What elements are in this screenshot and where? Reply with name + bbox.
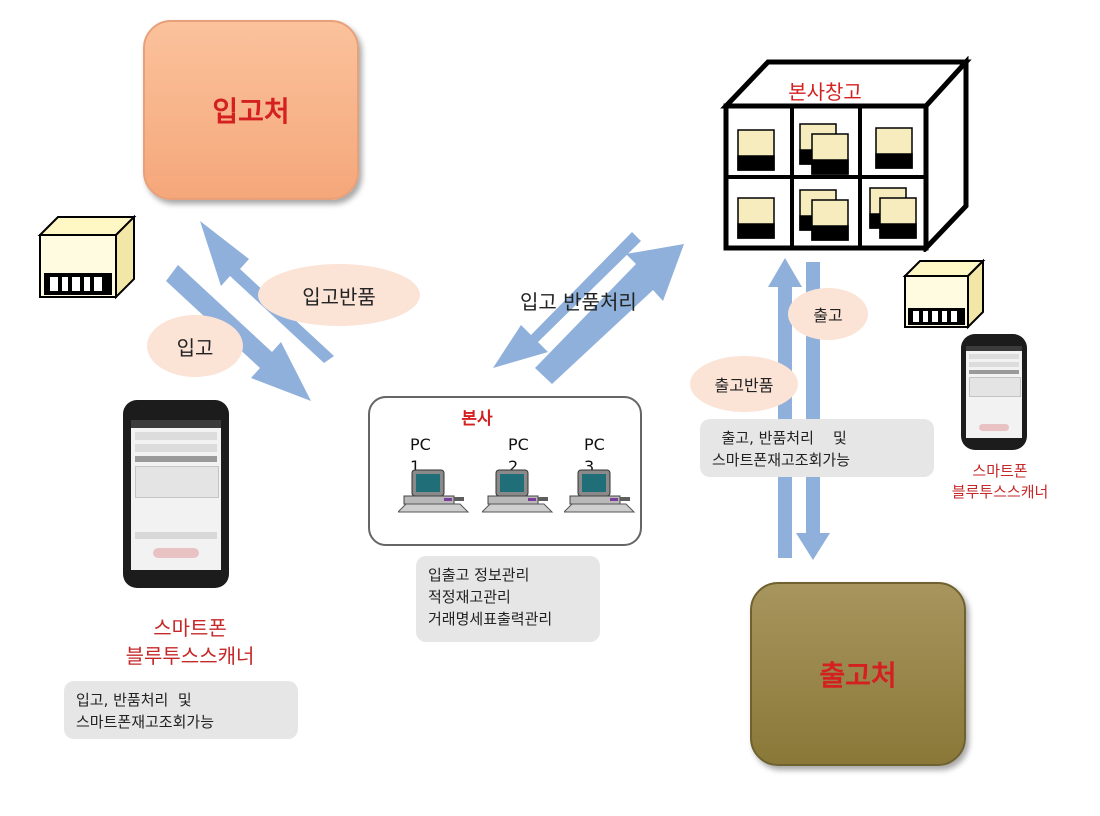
flow-label-inbound-process: 입고 반품처리 xyxy=(520,290,637,314)
right-scanner-label: 스마트폰 블루투스스캐너 xyxy=(951,462,1049,501)
flow-label-text: 출고 xyxy=(813,306,843,325)
pc-3-label: PC 3 xyxy=(584,434,605,478)
pc-number: 2 xyxy=(508,457,519,476)
supplier-label: 입고처 xyxy=(212,95,290,128)
headquarters-label: 본사 xyxy=(461,409,493,429)
warehouse-label: 본사창고 xyxy=(788,80,862,104)
flow-label-text: 입고 xyxy=(176,335,214,360)
pc-label-text: PC xyxy=(410,435,431,454)
flow-label-outbound: 출고 xyxy=(788,288,868,340)
customer-label: 출고처 xyxy=(819,659,897,692)
flow-label-inbound-return: 입고반품 xyxy=(258,264,420,326)
warehouse-icon xyxy=(720,56,972,252)
customer-node: 출고처 xyxy=(750,582,966,766)
hq-note: 입출고 정보관리 적정재고관리 거래명세표출력관리 xyxy=(416,556,600,642)
flow-label-text: 출고반품 xyxy=(714,376,774,395)
supplier-node: 입고처 xyxy=(143,20,359,200)
pc-number: 3 xyxy=(584,457,595,476)
smartphone-icon xyxy=(961,334,1027,450)
arrow-hq-to-warehouse xyxy=(535,244,684,384)
box-icon xyxy=(37,214,137,300)
left-scanner-note: 입고, 반품처리 및 스마트폰재고조회가능 xyxy=(64,681,298,739)
flow-label-text: 입고반품 xyxy=(302,284,376,309)
pc-icon xyxy=(398,469,470,513)
pc-1-label: PC 1 xyxy=(410,434,431,478)
right-scanner-note: 출고, 반품처리 및 스마트폰재고조회가능 xyxy=(700,419,934,477)
pc-number: 1 xyxy=(410,457,421,476)
pc-icon xyxy=(482,469,554,513)
pc-2-label: PC 2 xyxy=(508,434,529,478)
pc-label-text: PC xyxy=(584,435,605,454)
arrow-warehouse-to-hq xyxy=(493,232,641,368)
box-icon xyxy=(902,258,986,330)
flow-label-outbound-return: 출고반품 xyxy=(690,356,798,412)
arrow-outbound-return xyxy=(768,258,802,558)
pc-label-text: PC xyxy=(508,435,529,454)
arrow-outbound xyxy=(796,262,830,560)
arrow-inbound-return xyxy=(200,221,334,363)
left-scanner-label: 스마트폰 블루투스스캐너 xyxy=(125,616,255,668)
smartphone-icon xyxy=(123,400,229,588)
flow-label-inbound: 입고 xyxy=(147,315,243,377)
pc-icon xyxy=(564,469,636,513)
